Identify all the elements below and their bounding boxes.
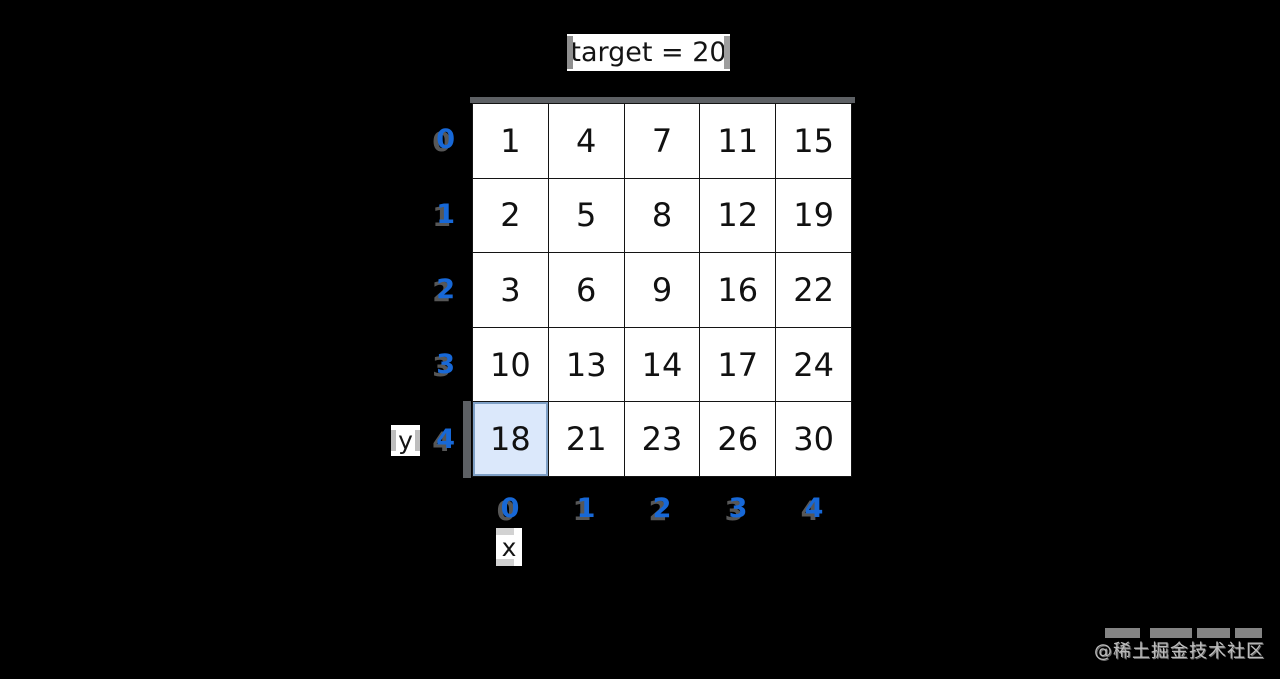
matrix-cell: 7 — [624, 104, 701, 179]
x-tick-1: 1 — [576, 493, 596, 524]
matrix-cell: 8 — [624, 178, 701, 254]
matrix-grid: 1 4 7 11 15 2 5 8 12 19 3 6 9 16 22 10 1… — [463, 97, 855, 478]
matrix-cell: 9 — [624, 253, 701, 328]
matrix-cell: 21 — [548, 402, 625, 477]
matrix-cell: 2 — [473, 178, 549, 254]
watermark-text: @稀土掘金技术社区 — [1094, 641, 1265, 662]
matrix-cell: 30 — [776, 402, 852, 477]
watermark-highlight-block — [1235, 628, 1262, 638]
matrix-cell: 11 — [700, 104, 777, 179]
matrix-cell: 10 — [473, 327, 549, 403]
x-tick-0: 0 — [500, 493, 520, 524]
matrix-cell: 1 — [473, 104, 549, 179]
target-title: target = 20 — [567, 34, 730, 71]
row-pointer-bar — [470, 97, 855, 103]
matrix-cell: 15 — [776, 104, 852, 179]
matrix-cell: 14 — [624, 327, 701, 403]
column-pointer-bar — [463, 401, 471, 478]
matrix-cell: 3 — [473, 253, 549, 328]
matrix-cell: 4 — [548, 104, 625, 179]
matrix-cell: 23 — [624, 402, 701, 477]
matrix-cell-current: 18 — [473, 402, 549, 477]
y-axis-label: y — [391, 425, 420, 456]
x-tick-4: 4 — [804, 493, 824, 524]
y-tick-2: 2 — [436, 274, 455, 305]
matrix-cell: 12 — [700, 178, 777, 254]
watermark: @稀土掘金技术社区 — [1090, 626, 1275, 666]
target-title-text: target = 20 — [570, 37, 727, 68]
matrix-cell: 19 — [776, 178, 852, 254]
y-tick-3: 3 — [436, 349, 455, 380]
x-axis-label: x — [496, 528, 522, 566]
y-tick-4: 4 — [436, 424, 455, 455]
watermark-highlight-block — [1197, 628, 1230, 638]
matrix-cell: 5 — [548, 178, 625, 254]
matrix-cell: 13 — [548, 327, 625, 403]
watermark-highlight-block — [1150, 628, 1192, 638]
matrix-cell: 22 — [776, 253, 852, 328]
y-tick-0: 0 — [436, 124, 455, 155]
matrix-cell: 24 — [776, 327, 852, 403]
x-tick-3: 3 — [728, 493, 748, 524]
matrix-cell: 26 — [700, 402, 777, 477]
y-axis-label-text: y — [398, 426, 413, 455]
matrix-cell: 6 — [548, 253, 625, 328]
y-tick-1: 1 — [436, 199, 455, 230]
x-tick-2: 2 — [652, 493, 672, 524]
x-axis-label-text: x — [501, 532, 517, 562]
matrix-cell: 17 — [700, 327, 777, 403]
matrix-cells: 1 4 7 11 15 2 5 8 12 19 3 6 9 16 22 10 1… — [472, 103, 852, 477]
watermark-highlight-block — [1105, 628, 1140, 638]
matrix-cell: 16 — [700, 253, 777, 328]
